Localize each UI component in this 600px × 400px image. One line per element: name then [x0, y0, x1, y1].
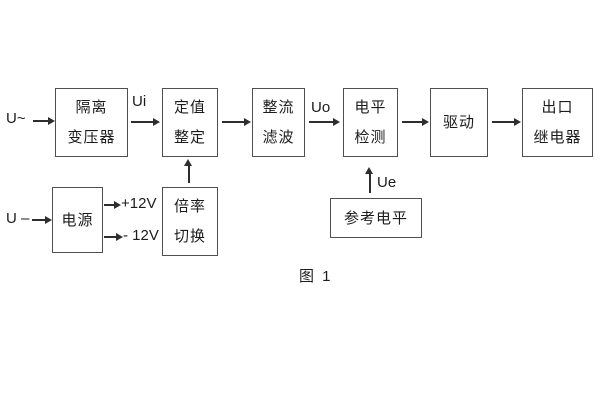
block-isolation-transformer: 隔离 变压器	[55, 88, 128, 157]
block-label: 整定	[173, 129, 206, 146]
block-label: 驱动	[442, 114, 475, 131]
block-driver: 驱动	[430, 88, 488, 157]
block-label: 参考电平	[343, 209, 408, 227]
block-label: 电源	[61, 211, 94, 229]
block-label: 继电器	[533, 129, 582, 146]
block-output-relay: 出口 继电器	[522, 88, 593, 157]
block-rectifier-filter: 整流 滤波	[252, 88, 305, 157]
arrow-right-icon	[32, 216, 52, 223]
block-ratio-switch: 倍率 切换	[162, 187, 218, 256]
figure-caption: 图 1	[299, 268, 333, 285]
block-label: 电平	[354, 99, 387, 116]
arrow-right-icon	[309, 118, 340, 125]
label-ui: Ui	[132, 93, 147, 110]
arrow-up-icon	[366, 167, 373, 193]
label-uo: Uo	[311, 99, 331, 116]
label-plus-12v: +12V	[121, 195, 157, 212]
block-label: 检测	[354, 129, 387, 146]
block-power-supply: 电源	[52, 187, 103, 253]
block-label: 切换	[173, 228, 206, 245]
block-setting-adjust: 定值 整定	[162, 88, 218, 157]
arrow-right-icon	[131, 118, 160, 125]
label-ac-input: U~	[6, 110, 26, 127]
block-label: 整流	[262, 99, 295, 116]
arrow-up-icon	[185, 159, 192, 183]
arrow-right-icon	[492, 118, 521, 125]
block-label: 变压器	[67, 129, 116, 146]
block-label: 隔离	[75, 99, 108, 116]
block-label: 出口	[541, 99, 574, 116]
label-dc-input: U –	[6, 210, 30, 227]
label-minus-12v: - 12V	[123, 227, 159, 244]
block-label: 定值	[173, 99, 206, 116]
arrow-right-icon	[222, 118, 251, 125]
arrow-right-icon	[33, 117, 55, 124]
block-label: 滤波	[262, 129, 295, 146]
block-label: 倍率	[173, 198, 206, 215]
label-ue: Ue	[377, 174, 397, 191]
arrow-right-icon	[104, 201, 121, 208]
block-reference-level: 参考电平	[330, 198, 422, 238]
arrow-right-icon	[104, 233, 123, 240]
arrow-right-icon	[402, 118, 429, 125]
block-level-detect: 电平 检测	[343, 88, 398, 157]
